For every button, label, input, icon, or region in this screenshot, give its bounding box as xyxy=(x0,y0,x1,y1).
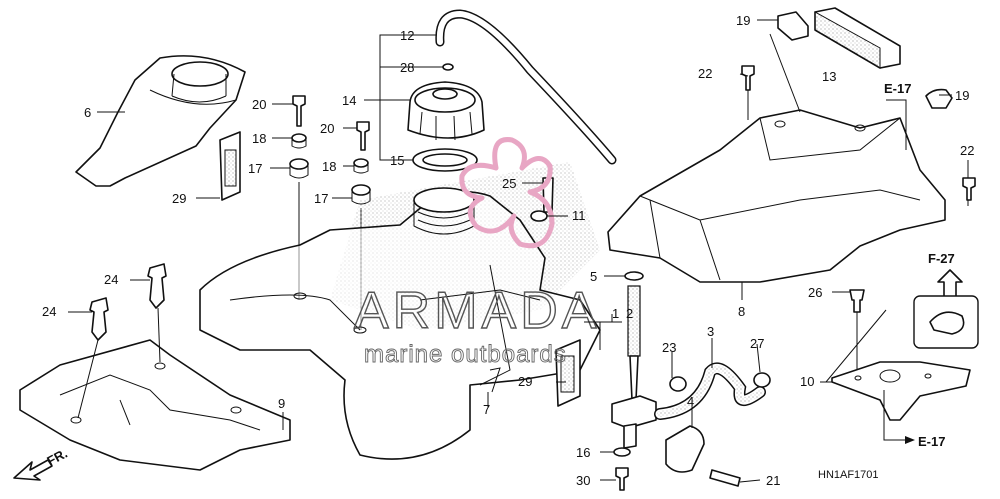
part-10-heat-plate xyxy=(831,361,971,421)
part-7-strap xyxy=(489,367,501,393)
callout-1: 1 xyxy=(612,306,619,321)
part-15-gasket xyxy=(412,148,478,172)
callout-15: 15 xyxy=(390,153,404,168)
callout-6: 6 xyxy=(84,105,91,120)
part-16-washer xyxy=(613,447,631,457)
callout-5: 5 xyxy=(590,269,597,284)
callout-28: 28 xyxy=(400,60,414,75)
part-6-shroud xyxy=(75,55,246,187)
watermark-tagline: marine outboards xyxy=(364,341,567,368)
part-19-rubber-right xyxy=(925,88,953,109)
part-26-clip xyxy=(849,289,865,372)
callout-19b: 19 xyxy=(955,88,969,103)
callout-4: 4 xyxy=(687,394,694,409)
callout-14: 14 xyxy=(342,93,356,108)
callout-7: 7 xyxy=(483,402,490,417)
callout-27: 27 xyxy=(750,336,764,351)
part-3-fuel-hose xyxy=(654,362,766,420)
part-27-clamp xyxy=(753,372,771,388)
callout-30: 30 xyxy=(576,473,590,488)
diagram-code: HN1AF1701 xyxy=(818,469,879,481)
callout-21: 21 xyxy=(766,473,780,488)
callout-13: 13 xyxy=(822,69,836,84)
callout-24a: 24 xyxy=(104,272,118,287)
part-4-valve-knob xyxy=(665,425,705,473)
callout-17a: 17 xyxy=(248,161,262,176)
callout-24b: 24 xyxy=(42,304,56,319)
callout-16: 16 xyxy=(576,445,590,460)
part-24-clip-b xyxy=(77,297,109,419)
part-12-breather-hose xyxy=(435,9,617,165)
callout-18a: 18 xyxy=(252,131,266,146)
part-1-fuel-tank xyxy=(199,162,601,460)
part-19-rubber-top xyxy=(777,11,809,41)
watermark-brand: ARMADA xyxy=(354,282,600,340)
f27-inset xyxy=(913,269,979,349)
part-5-washer xyxy=(624,271,644,281)
callout-12: 12 xyxy=(400,28,414,43)
arrow-e17-bottom xyxy=(905,436,915,444)
part-23-clamp xyxy=(669,376,687,392)
callout-8: 8 xyxy=(738,304,745,319)
part-29-strap-right xyxy=(555,339,581,407)
callout-3: 3 xyxy=(707,324,714,339)
front-arrow xyxy=(13,459,53,481)
leader-lines xyxy=(68,19,969,483)
part-21-screw xyxy=(709,469,741,487)
part-22-bolt-right xyxy=(962,177,976,201)
part-9-under-cover xyxy=(19,339,291,471)
ref-e17-bottom[interactable]: E-17 xyxy=(918,434,945,449)
part-24-clip-a xyxy=(147,263,167,363)
part-22-bolt-top xyxy=(741,65,755,91)
callout-29b: 29 xyxy=(518,374,532,389)
callout-20a: 20 xyxy=(252,97,266,112)
callout-labels: 1 2 3 4 5 6 7 8 9 10 11 12 13 14 15 16 1… xyxy=(42,13,974,488)
callout-17b: 17 xyxy=(314,191,328,206)
callout-9: 9 xyxy=(278,396,285,411)
ref-f27[interactable]: F-27 xyxy=(928,251,955,266)
part-2-fuel-valve xyxy=(611,285,657,449)
callout-11: 11 xyxy=(572,208,586,223)
watermark-logo xyxy=(459,137,555,249)
ref-e17-top[interactable]: E-17 xyxy=(884,81,911,96)
callout-10: 10 xyxy=(800,374,814,389)
part-29-strap-left xyxy=(219,131,241,201)
callout-25: 25 xyxy=(502,176,516,191)
part-8-tank-tray xyxy=(607,33,969,283)
part-30-bolt xyxy=(615,467,629,491)
part-13-foam-block xyxy=(814,7,901,69)
callout-29a: 29 xyxy=(172,191,186,206)
callout-22b: 22 xyxy=(960,143,974,158)
part-11-grommet xyxy=(530,210,548,222)
callout-18b: 18 xyxy=(322,159,336,174)
part-14-fuel-cap xyxy=(407,81,485,141)
callout-26: 26 xyxy=(808,285,822,300)
callout-19a: 19 xyxy=(736,13,750,28)
callout-20b: 20 xyxy=(320,121,334,136)
callout-22a: 22 xyxy=(698,66,712,81)
callout-23: 23 xyxy=(662,340,676,355)
callout-2: 2 xyxy=(626,306,633,321)
